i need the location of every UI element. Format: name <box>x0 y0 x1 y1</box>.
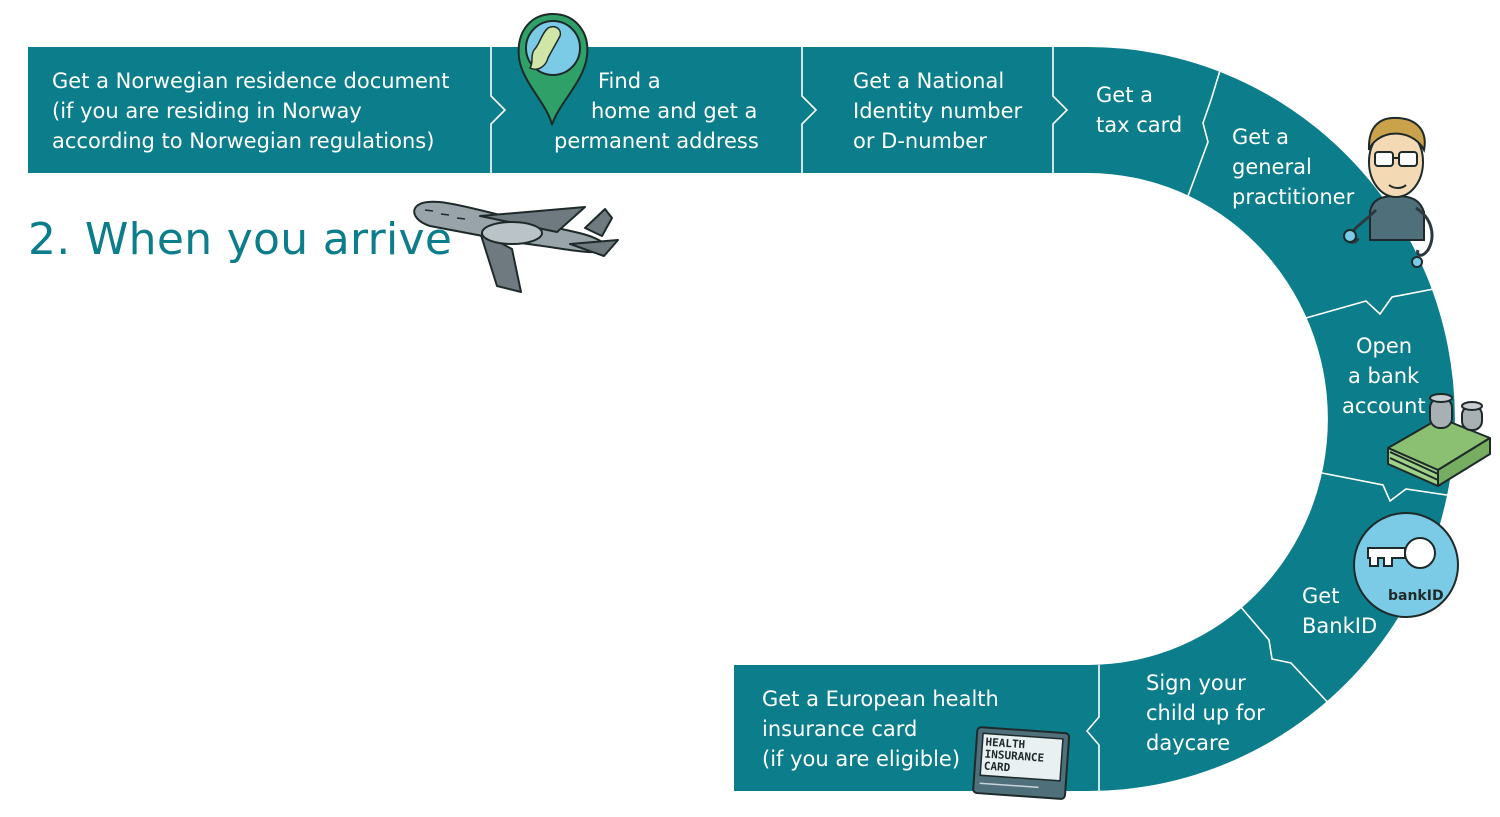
step-national-id: Get a National Identity number or D-numb… <box>853 69 1022 153</box>
step-text-line: Identity number <box>853 99 1022 123</box>
step-bank-account: Open a bank account <box>1342 334 1426 418</box>
step-text-line: Sign your <box>1146 671 1246 695</box>
step-health-card: Get a European health insurance card (if… <box>762 687 999 771</box>
card-line: HEALTH <box>985 736 1026 752</box>
bankid-key-icon: bankID <box>1353 512 1459 618</box>
step-home-address: Find a home and get a permanent address <box>554 69 759 153</box>
step-general-practitioner: Get a general practitioner <box>1232 125 1355 209</box>
step-text-line: according to Norwegian regulations) <box>52 129 434 153</box>
step-text-line: Find a <box>598 69 661 93</box>
step-text-line: Get a Norwegian residence document <box>52 69 449 93</box>
step-text-line: tax card <box>1096 113 1182 137</box>
card-line: CARD <box>983 759 1011 774</box>
step-text-line: Get <box>1302 584 1339 608</box>
step-text-line: a bank <box>1348 364 1420 388</box>
step-text-line: insurance card <box>762 717 917 741</box>
step-text-line: Get a <box>1232 125 1289 149</box>
step-text-line: daycare <box>1146 731 1230 755</box>
health-card-icon: HEALTH INSURANCE CARD <box>972 726 1071 800</box>
location-pin-icon <box>517 12 589 126</box>
step-text-line: or D-number <box>853 129 987 153</box>
journey-band <box>28 47 1455 791</box>
step-text-line: Get a National <box>853 69 1004 93</box>
step-text-line: (if you are residing in Norway <box>52 99 362 123</box>
money-stack-icon <box>1387 393 1491 487</box>
airplane-icon <box>413 200 619 293</box>
step-residence-document: Get a Norwegian residence document (if y… <box>52 69 449 153</box>
doctor-icon <box>1343 116 1434 268</box>
step-tax-card: Get a tax card <box>1096 83 1182 137</box>
step-text-line: child up for <box>1146 701 1265 725</box>
step-dividers <box>490 47 1461 791</box>
page-title: 2. When you arrive <box>28 214 453 265</box>
step-text-line: home and get a <box>591 99 757 123</box>
step-text-line: Get a <box>1096 83 1153 107</box>
step-text-line: general <box>1232 155 1312 179</box>
step-bankid: Get BankID <box>1302 584 1377 638</box>
step-text-line: account <box>1342 394 1426 418</box>
bankid-label: bankID <box>1388 588 1444 604</box>
step-text-line: Open <box>1356 334 1412 358</box>
step-text-line: permanent address <box>554 129 759 153</box>
step-text-line: practitioner <box>1232 185 1355 209</box>
step-text-line: Get a European health <box>762 687 999 711</box>
card-line: INSURANCE <box>984 748 1044 765</box>
step-text-line: BankID <box>1302 614 1377 638</box>
step-text-line: (if you are eligible) <box>762 747 960 771</box>
step-daycare: Sign your child up for daycare <box>1146 671 1265 755</box>
